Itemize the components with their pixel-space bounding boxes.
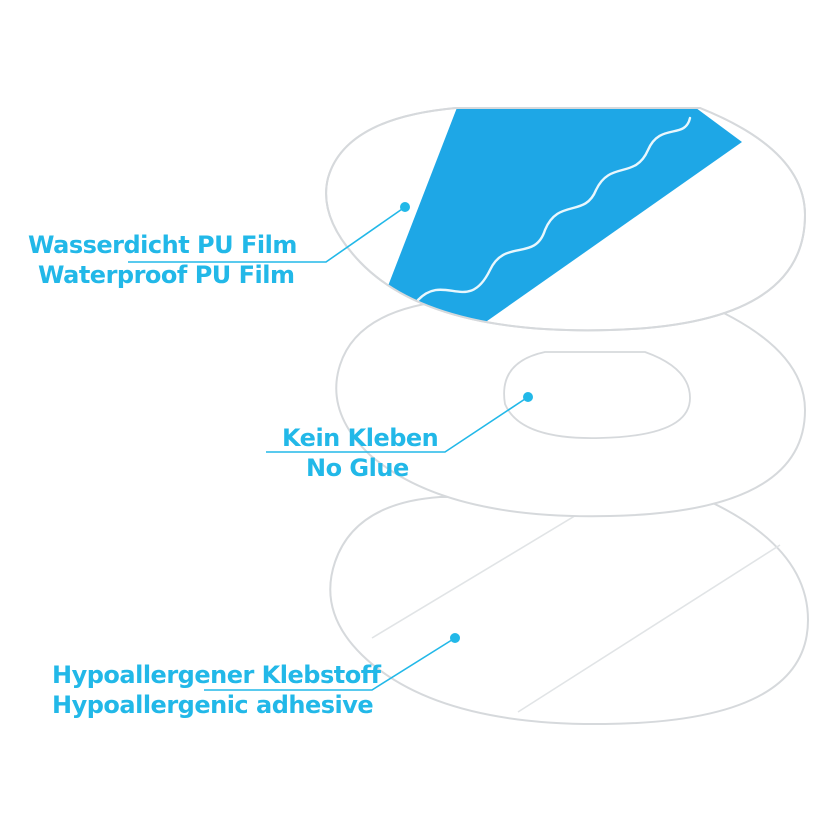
- label-en: Hypoallergenic adhesive: [52, 691, 374, 719]
- pu-film-blue-strip: [388, 108, 742, 331]
- callout-no-glue: Kein Kleben No Glue: [282, 423, 439, 483]
- leader-lines: [128, 206, 529, 691]
- label-en: Waterproof PU Film: [38, 261, 295, 289]
- adhesive-layer-outline: [329, 496, 810, 726]
- label-en: No Glue: [306, 454, 409, 482]
- adhesive-layer: [329, 496, 810, 726]
- middle-leader-line: [266, 396, 529, 453]
- top-anchor-dot: [400, 202, 410, 212]
- label-de: Wasserdicht PU Film: [28, 231, 297, 259]
- adhesive-release-line: [371, 507, 589, 639]
- pu-film-wave-line: [416, 116, 692, 302]
- pu-film-layer: [325, 107, 807, 332]
- no-glue-center-opening: [503, 351, 691, 439]
- no-glue-layer: [335, 299, 807, 518]
- label-de: Kein Kleben: [282, 424, 439, 452]
- callout-pu-film: Wasserdicht PU Film Waterproof PU Film: [28, 230, 297, 290]
- anchor-dots: [400, 202, 533, 643]
- callout-adhesive: Hypoallergener Klebstoff Hypoallergenic …: [52, 660, 381, 720]
- middle-anchor-dot: [523, 392, 533, 402]
- top-leader-line: [128, 206, 406, 263]
- bottom-anchor-dot: [450, 633, 460, 643]
- adhesive-release-line: [517, 544, 781, 713]
- bottom-leader-line: [204, 637, 456, 691]
- label-de: Hypoallergener Klebstoff: [52, 661, 381, 689]
